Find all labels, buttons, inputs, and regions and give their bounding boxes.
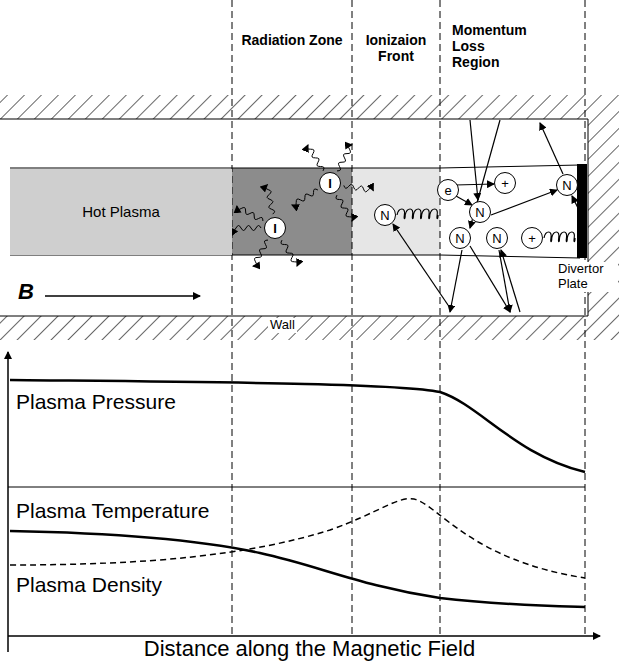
region-name: Hot Plasma (82, 203, 160, 220)
wall-hatch (0, 316, 588, 340)
particle-symbol: + (501, 176, 509, 191)
temperature-curve (10, 531, 585, 607)
particle-symbol: I (273, 221, 277, 236)
ionization-band (352, 168, 440, 255)
particle-symbol: N (475, 205, 484, 220)
zone-header: Momentum Loss Region (452, 22, 532, 70)
pressure-curve (10, 380, 585, 472)
wall-hatch (0, 95, 588, 119)
particle-circle: I (264, 217, 286, 239)
zone-header: Ionizaion Front (355, 32, 437, 64)
curve-label: Plasma Pressure (16, 390, 176, 414)
plate-label: Divertor Plate (556, 262, 618, 292)
particle-circle: N (469, 201, 491, 223)
particle-circle: + (521, 227, 543, 249)
axis-label: Distance along the Magnetic Field (0, 636, 619, 661)
particle-symbol: N (380, 208, 389, 223)
radiation-band (232, 168, 352, 255)
particle-circle: N (486, 227, 508, 249)
y-axis (7, 352, 9, 652)
neutral-paths (393, 120, 579, 312)
particle-circle: N (556, 174, 578, 196)
field-arrow (45, 295, 200, 297)
wall-label: Wall (268, 318, 297, 333)
particle-symbol: + (528, 231, 536, 246)
particle-circle: I (319, 172, 341, 194)
particle-circle: N (449, 227, 471, 249)
particle-symbol: N (492, 231, 501, 246)
particle-circle: + (494, 172, 516, 194)
particle-symbol: I (328, 176, 332, 191)
particle-symbol: N (562, 178, 571, 193)
zone-header: Radiation Zone (236, 32, 348, 48)
particle-circle: e (437, 179, 459, 201)
particle-symbol: N (455, 231, 464, 246)
field-symbol: B (18, 279, 34, 304)
radiation-waves (231, 145, 373, 266)
curve-label: Plasma Temperature (16, 499, 209, 523)
particle-symbol: e (444, 183, 451, 198)
density-curve (10, 499, 585, 578)
panel-divider (8, 487, 585, 488)
particle-circle: N (374, 204, 396, 226)
zone-dividers (232, 0, 585, 636)
plasma-region: Hot Plasma (10, 169, 232, 255)
curve-label: Plasma Density (16, 573, 162, 597)
plate-hatch (588, 95, 619, 340)
